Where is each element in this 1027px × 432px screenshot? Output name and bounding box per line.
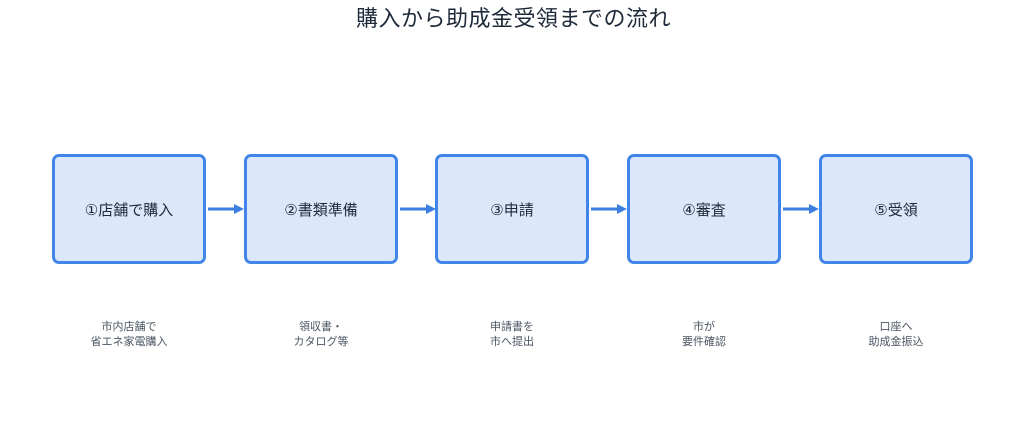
- step-label-4: ④審査: [682, 200, 726, 219]
- step-desc-4-line-2: 要件確認: [682, 335, 726, 348]
- arrow-right-icon-2: [400, 204, 436, 214]
- step-desc-2-line-1: 領収書・: [299, 320, 343, 333]
- arrow-right-icon-1: [208, 204, 244, 214]
- step-desc-2: 領収書・ カタログ等: [244, 319, 398, 349]
- step-desc-3-line-1: 申請書を: [490, 320, 534, 333]
- step-desc-3: 申請書を 市へ提出: [435, 319, 589, 349]
- step-desc-4: 市が 要件確認: [627, 319, 781, 349]
- arrow-right-icon-3: [591, 204, 627, 214]
- step-desc-1-line-1: 市内店舗で: [101, 320, 157, 333]
- diagram-title: 購入から助成金受領までの流れ: [355, 7, 671, 32]
- step-label-1: ①店舗で購入: [84, 200, 174, 219]
- step-box-2: ②書類準備: [244, 154, 398, 264]
- step-label-5: ⑤受領: [874, 200, 918, 219]
- step-desc-3-line-2: 市へ提出: [490, 335, 534, 348]
- step-desc-1: 市内店舗で 省エネ家電購入: [52, 319, 206, 349]
- step-label-3: ③申請: [490, 200, 534, 219]
- step-box-3: ③申請: [435, 154, 589, 264]
- step-box-1: ①店舗で購入: [52, 154, 206, 264]
- step-desc-4-line-1: 市が: [693, 320, 715, 333]
- arrow-right-icon-4: [783, 204, 819, 214]
- step-box-5: ⑤受領: [819, 154, 973, 264]
- step-desc-1-line-2: 省エネ家電購入: [90, 335, 168, 348]
- step-desc-5: 口座へ 助成金振込: [819, 319, 973, 349]
- step-desc-2-line-2: カタログ等: [293, 335, 349, 348]
- step-label-2: ②書類準備: [284, 200, 358, 219]
- step-box-4: ④審査: [627, 154, 781, 264]
- step-desc-5-line-2: 助成金振込: [868, 335, 924, 348]
- step-desc-5-line-1: 口座へ: [879, 320, 913, 333]
